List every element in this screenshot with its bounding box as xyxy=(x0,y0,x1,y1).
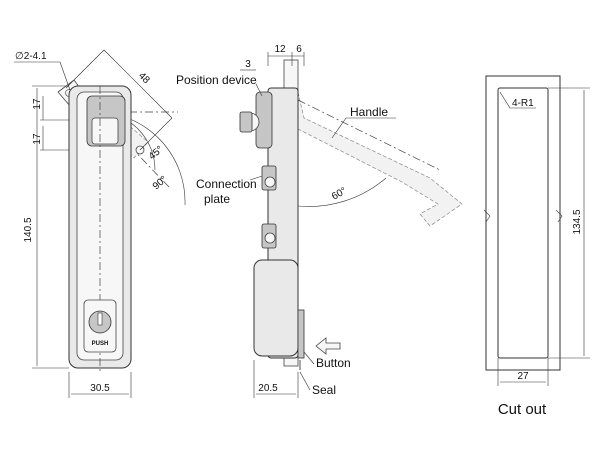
leader-handle xyxy=(331,117,347,139)
leader-button xyxy=(303,351,315,365)
push-label: PUSH xyxy=(92,341,109,347)
dim-20-text: 20.5 xyxy=(258,383,278,394)
leader-seal xyxy=(299,371,311,391)
leader-radius xyxy=(499,91,511,109)
break-mark-left xyxy=(483,209,491,223)
dim-3-text: 3 xyxy=(245,59,251,70)
cutout-inner xyxy=(497,87,549,359)
label-connection-1: Connection xyxy=(196,177,257,191)
bolt-upper xyxy=(264,176,276,188)
dim-hole-text: ∅2-4.1 xyxy=(15,51,47,62)
dim-12-text: 12 xyxy=(274,44,286,55)
open-handle-side xyxy=(295,91,463,227)
button[interactable] xyxy=(297,309,305,359)
dim-6-text: 6 xyxy=(296,44,302,55)
dim-cut-height-text: 134.5 xyxy=(572,209,583,234)
dim-48 xyxy=(103,49,173,119)
dim-17b-text: 17 xyxy=(32,133,43,145)
cutout-view: 4-R1 134.5 27 Cut out xyxy=(483,75,590,418)
dim-height-text: 140.5 xyxy=(23,217,34,242)
ext-48b xyxy=(139,117,173,151)
angle-60-arc xyxy=(297,177,387,207)
bolt-lower xyxy=(264,232,276,244)
handle-axis xyxy=(297,99,441,171)
handle-grip xyxy=(91,117,119,145)
leader-position xyxy=(255,83,263,97)
cutout-caption: Cut out xyxy=(498,401,547,418)
break-mark-right xyxy=(555,209,563,223)
angle-60-text: 60° xyxy=(330,186,349,203)
label-seal: Seal xyxy=(312,383,336,397)
angle-45-text: 45° xyxy=(147,144,166,162)
lock-housing-side xyxy=(253,259,299,357)
push-arrow-icon xyxy=(315,337,341,355)
nut xyxy=(239,111,253,133)
label-position-device: Position device xyxy=(176,73,257,87)
label-button: Button xyxy=(316,356,351,370)
angle-90-text: 90° xyxy=(151,174,170,192)
dim-width-text: 30.5 xyxy=(90,383,110,394)
front-view: PUSH 140.5 17 17 30.5 ∅2-4.1 48 45° 90° xyxy=(14,49,186,398)
dim-radius-text: 4-R1 xyxy=(512,98,534,109)
dim-17a-text: 17 xyxy=(32,98,43,110)
ext-48a xyxy=(65,49,105,89)
label-connection-2: plate xyxy=(204,192,230,206)
side-view: 60° 12 6 3 20.5 Posit xyxy=(176,44,463,398)
key-slot xyxy=(97,312,103,326)
label-handle: Handle xyxy=(350,105,388,119)
leader-connection xyxy=(249,175,263,181)
dim-cut-width-text: 27 xyxy=(517,371,529,382)
